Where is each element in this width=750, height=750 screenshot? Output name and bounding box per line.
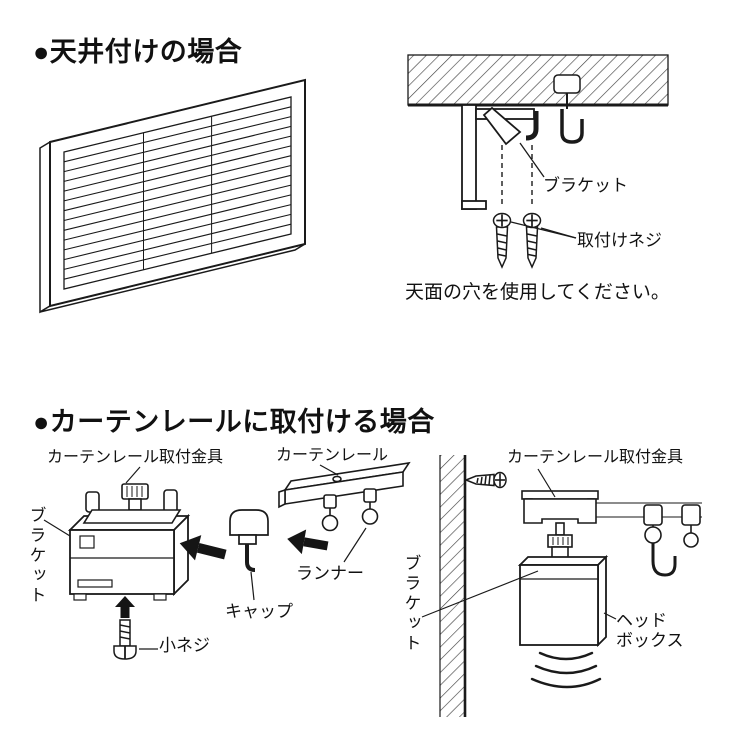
bracket-label: ブラケット: [543, 176, 628, 195]
bracket-label-left: ブラケット: [26, 506, 46, 606]
rail-fitting-label-right: カーテンレール取付金具: [507, 449, 684, 466]
ceiling-mount-note: 天面の穴を使用してください。: [405, 282, 670, 303]
ceiling-bracket-drawing: [461, 93, 584, 210]
rail-fitting-drawing: [82, 483, 182, 524]
rail-fitting-label-left: カーテンレール取付金具: [47, 449, 224, 466]
cap-drawing: [229, 509, 269, 572]
head-box-drawing: [517, 554, 609, 648]
assembly-arrow: [115, 529, 329, 618]
blind-frame: [39, 78, 306, 314]
section-rail-heading: ●カーテンレールに取付ける場合: [33, 407, 435, 437]
vibration-waves: [530, 651, 602, 689]
head-box-label-line2: ボックス: [616, 630, 684, 650]
curtain-rail-label: カーテンレール: [276, 447, 389, 464]
mount-screw-icon: [492, 212, 512, 269]
section-ceiling-heading: ●天井付けの場合: [33, 37, 243, 67]
rail-side-view-diagram: [421, 455, 702, 717]
curtain-rail-drawing: [278, 461, 411, 509]
small-screw-icon: [113, 619, 137, 660]
runner-drawing: [321, 488, 379, 532]
runner-label: ランナー: [296, 564, 364, 583]
ceiling-hatch: [407, 54, 669, 107]
head-box-label-line1: ヘッド: [616, 611, 667, 630]
rail-fitting-side-drawing: [521, 490, 702, 560]
runner-hook-drawing: [643, 504, 701, 577]
small-screw-label: 小ネジ: [159, 636, 210, 655]
bracket-box-details: [70, 535, 174, 601]
blind-illustration: [39, 78, 306, 314]
head-box-label: ヘッド ボックス: [616, 611, 684, 650]
rail-exploded-diagram: [43, 461, 411, 660]
ceiling-mount-diagram: [407, 54, 669, 269]
bracket-label-right: ブラケット: [401, 554, 421, 654]
wood-screw-icon: [463, 471, 507, 489]
screw-guide-dashed-lines: [501, 145, 533, 208]
leader-lines: [510, 142, 577, 239]
mount-screw-icon: [522, 212, 542, 269]
leader-lines: [421, 468, 617, 620]
mount-screw-label: 取付けネジ: [577, 231, 662, 250]
cap-label: キャップ: [225, 602, 293, 621]
leader-lines: [43, 464, 367, 650]
wall-hatch: [439, 455, 467, 717]
blind-cords: [143, 116, 213, 270]
blind-slats: [63, 106, 292, 280]
